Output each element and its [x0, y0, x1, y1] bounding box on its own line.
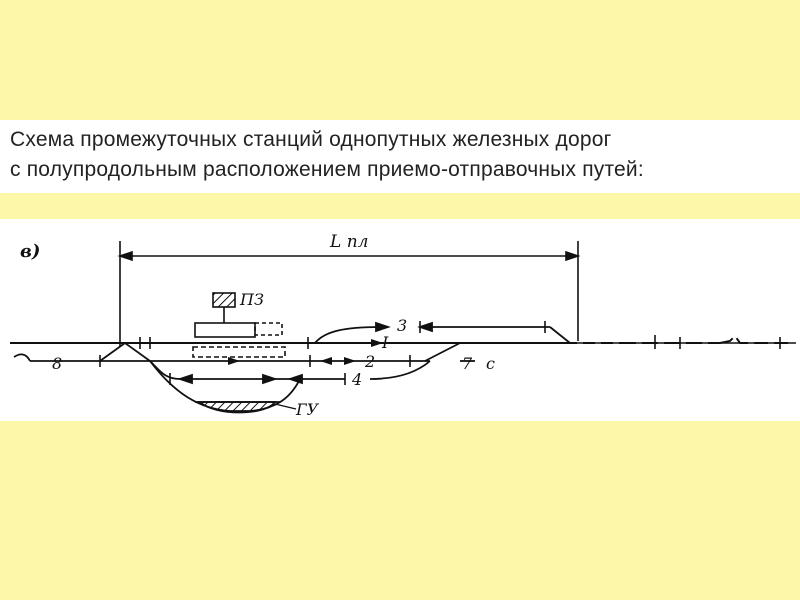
length-label: L пл — [329, 232, 368, 252]
track-label-3: 3 — [397, 316, 407, 335]
track-3-line — [314, 321, 571, 344]
track-label-1: I — [381, 333, 389, 352]
caption-line-1: Схема промежуточных станций однопутных ж… — [10, 128, 612, 151]
main-track — [10, 334, 796, 344]
track-2-line — [13, 342, 475, 362]
track-label-7: 7 — [462, 354, 473, 373]
cargo-yard-branch — [149, 360, 301, 414]
track-label-8: 8 — [52, 354, 62, 373]
variant-label: в) — [20, 241, 40, 262]
passenger-building — [192, 292, 286, 358]
track-4-line — [149, 360, 431, 385]
caption-block: Схема промежуточных станций однопутных ж… — [0, 120, 800, 193]
track-label-4: 4 — [351, 370, 362, 389]
passenger-building-label: ПЗ — [239, 290, 264, 309]
length-dimension — [117, 241, 581, 347]
cargo-yard-leader — [274, 403, 297, 410]
caption-line-2: с полупродольным расположением приемо-от… — [10, 158, 644, 181]
station-diagram: в) L пл — [0, 219, 800, 421]
cargo-yard-label: ГУ — [295, 400, 320, 419]
signal-ticks — [99, 321, 781, 385]
station-diagram-svg: в) L пл — [10, 232, 796, 419]
main-track-arrows — [228, 339, 383, 365]
track-label-2: 2 — [364, 352, 375, 371]
track-end-label: с — [486, 354, 495, 373]
